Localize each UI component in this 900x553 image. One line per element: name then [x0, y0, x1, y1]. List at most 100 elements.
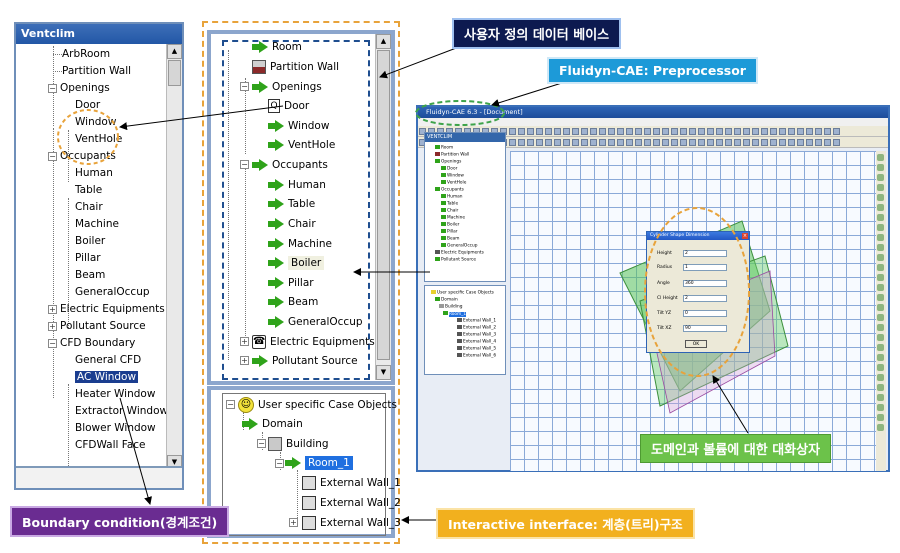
ft-item[interactable]: External Wall_4 [457, 339, 496, 345]
db-item-machine[interactable]: Machine [268, 235, 332, 253]
tree-item-heater-window[interactable]: Heater Window [75, 388, 156, 400]
tree-item-venthole[interactable]: VentHole [75, 133, 123, 145]
ft-item[interactable]: External Wall_6 [457, 353, 496, 359]
database-tree-scrollbar[interactable]: ▲ ▼ [375, 34, 391, 380]
ft-item[interactable]: Beam [441, 236, 459, 242]
height-field[interactable]: 2 [683, 250, 727, 257]
tree-item-occupants[interactable]: Occupants [60, 150, 116, 162]
tree-item-cfdwall-face[interactable]: CFDWall Face [75, 439, 146, 451]
expand-pollutant-icon[interactable]: + [48, 322, 57, 331]
tree-item-cfd-boundary[interactable]: CFD Boundary [60, 337, 136, 349]
collapse-occupants-icon[interactable]: − [48, 152, 57, 161]
ft-item[interactable]: Door [441, 166, 457, 172]
ft-item[interactable]: External Wall_3 [457, 332, 496, 338]
ft-item[interactable]: GeneralOccup [441, 243, 478, 249]
tree-item-pollutant-source[interactable]: Pollutant Source [60, 320, 146, 332]
tree-item-arbroom[interactable]: ArbRoom [53, 46, 110, 62]
expand-pollutant-icon[interactable]: + [240, 356, 249, 365]
scroll-down-icon[interactable]: ▼ [376, 365, 391, 380]
ft-item[interactable]: Machine [441, 215, 465, 221]
db-item-beam[interactable]: Beam [268, 293, 318, 311]
db-item-electric-equipments[interactable]: Electric Equipments [252, 333, 375, 351]
ft-item[interactable]: Occupants [435, 187, 464, 193]
ft-item[interactable]: Electric Equipments [435, 250, 484, 256]
tree-item-pillar[interactable]: Pillar [75, 252, 101, 264]
tree-item-table[interactable]: Table [75, 184, 103, 196]
tree-item-general-cfd[interactable]: General CFD [75, 354, 142, 366]
ft-item[interactable]: Window [441, 173, 464, 179]
radius-field[interactable]: 1 [683, 264, 727, 271]
case-item-external-wall-2[interactable]: External Wall_2 [302, 494, 401, 512]
db-item-openings[interactable]: Openings [252, 78, 322, 96]
collapse-room-icon[interactable]: − [275, 459, 284, 468]
db-item-generaloccup[interactable]: GeneralOccup [268, 313, 363, 331]
tree-item-blower-window[interactable]: Blower Window [75, 422, 156, 434]
tree-item-boiler[interactable]: Boiler [75, 235, 106, 247]
angle-field[interactable]: 360 [683, 280, 727, 287]
tilt-xz-field[interactable]: 90 [683, 325, 727, 332]
collapse-case-objects-icon[interactable]: − [226, 400, 235, 409]
case-item-external-wall-1[interactable]: External Wall_1 [302, 474, 401, 492]
case-item-room-1[interactable]: Room_1 [285, 454, 353, 472]
close-icon[interactable]: × [742, 233, 748, 239]
scroll-up-icon[interactable]: ▲ [167, 44, 182, 59]
db-item-partition-wall[interactable]: Partition Wall [252, 58, 339, 76]
case-item-building[interactable]: Building [268, 435, 329, 453]
ft-item[interactable]: VentHole [441, 180, 466, 186]
ft-item[interactable]: Pillar [441, 229, 457, 235]
ft-item[interactable]: Human [441, 194, 463, 200]
tree-item-partition-wall[interactable]: Partition Wall [53, 63, 131, 79]
tree-item-ac-window[interactable]: AC Window [75, 371, 139, 383]
tree-item-door[interactable]: Door [75, 99, 101, 111]
collapse-cfd-icon[interactable]: − [48, 339, 57, 348]
scroll-up-icon[interactable]: ▲ [376, 34, 391, 49]
collapse-building-icon[interactable]: − [257, 439, 266, 448]
ft-item[interactable]: Openings [435, 159, 461, 165]
ft-item[interactable]: Pollutant Source [435, 257, 476, 263]
fluidyn-menu-bar[interactable] [418, 118, 888, 126]
tilt-yz-field[interactable]: 0 [683, 310, 727, 317]
tree-item-machine[interactable]: Machine [75, 218, 119, 230]
ft-item[interactable]: External Wall_2 [457, 325, 496, 331]
db-item-boiler[interactable]: Boiler [268, 254, 325, 272]
scroll-thumb[interactable] [377, 50, 390, 360]
cl-height-field[interactable]: 2 [683, 295, 727, 302]
fluidyn-side-toolbar[interactable] [876, 151, 886, 471]
db-item-pollutant-source[interactable]: Pollutant Source [252, 352, 358, 370]
expand-wall-3-icon[interactable]: + [289, 518, 298, 527]
db-item-room[interactable]: Room [252, 38, 302, 56]
tree-item-human[interactable]: Human [75, 167, 113, 179]
db-item-pillar[interactable]: Pillar [268, 274, 314, 292]
db-item-occupants[interactable]: Occupants [252, 156, 328, 174]
tree-item-window[interactable]: Window [75, 116, 117, 128]
ft-item[interactable]: External Wall_5 [457, 346, 496, 352]
ft-item[interactable]: Room [435, 145, 453, 151]
collapse-occupants-icon[interactable]: − [240, 160, 249, 169]
collapse-openings-icon[interactable]: − [240, 82, 249, 91]
ok-button[interactable]: OK [685, 340, 707, 348]
ft-item[interactable]: User specific Case Objects [431, 290, 494, 296]
tree-item-chair[interactable]: Chair [75, 201, 103, 213]
tree-item-generaloccup[interactable]: GeneralOccup [75, 286, 150, 298]
db-item-table[interactable]: Table [268, 195, 315, 213]
ft-item[interactable]: Domain [435, 297, 458, 303]
scroll-thumb[interactable] [168, 60, 181, 86]
case-item-user-objects[interactable]: ☺User specific Case Objects [238, 396, 397, 414]
db-item-window[interactable]: Window [268, 117, 329, 135]
ft-item[interactable]: Partition Wall [435, 152, 469, 158]
expand-electric-icon[interactable]: + [48, 305, 57, 314]
ft-item[interactable]: Table [441, 201, 458, 207]
tree-item-electric-equipments[interactable]: Electric Equipments [60, 303, 165, 315]
db-item-chair[interactable]: Chair [268, 215, 316, 233]
case-item-external-wall-3[interactable]: External Wall_3 [302, 514, 401, 532]
tree-item-extractor-window[interactable]: Extractor Window [75, 405, 168, 417]
ventclim-scrollbar[interactable]: ▲ ▼ [166, 44, 182, 470]
ft-item[interactable]: Building [439, 304, 462, 310]
tree-item-beam[interactable]: Beam [75, 269, 106, 281]
ft-item[interactable]: Room_1 [443, 311, 467, 317]
ft-item[interactable]: Chair [441, 208, 458, 214]
ft-item[interactable]: Boiler [441, 222, 459, 228]
collapse-openings-icon[interactable]: − [48, 84, 57, 93]
ft-item[interactable]: External Wall_1 [457, 318, 496, 324]
